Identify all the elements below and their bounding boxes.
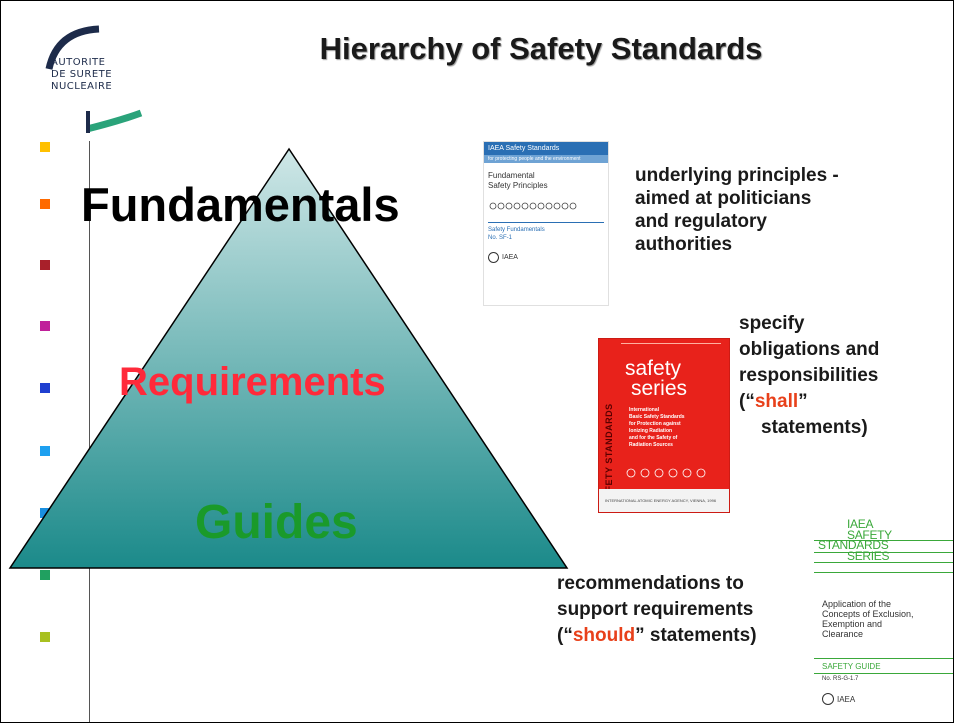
desc-requirements-line-1: specify bbox=[739, 313, 805, 334]
book1-title-2: Safety Principles bbox=[488, 181, 548, 190]
book2-footer: INTERNATIONAL ATOMIC ENERGY AGENCY, VIEN… bbox=[605, 498, 717, 503]
divider-line bbox=[89, 141, 90, 722]
book3-publisher: IAEA bbox=[837, 694, 856, 704]
keyword-shall: shall bbox=[754, 391, 799, 412]
desc-requirements-open: (“ bbox=[739, 391, 755, 412]
level-requirements: Requirements bbox=[119, 360, 386, 404]
book2-footer-band: INTERNATIONAL ATOMIC ENERGY AGENCY, VIEN… bbox=[599, 489, 729, 512]
book3-rule-2 bbox=[814, 552, 953, 553]
slide-title: Hierarchy of Safety Standards bbox=[319, 31, 763, 66]
bullet-6 bbox=[40, 446, 50, 456]
book1-header: IAEA Safety Standards bbox=[484, 142, 608, 155]
book-guides: IAEA SAFETY STANDARDS SERIES Application… bbox=[814, 513, 953, 721]
book2-title-2: series bbox=[631, 377, 688, 400]
book2-title-1: safety bbox=[625, 357, 682, 380]
desc-fundamentals-line-2: aimed at politicians bbox=[635, 188, 812, 209]
desc-requirements-line-3: responsibilities bbox=[739, 365, 879, 386]
iaea-emblem-icon bbox=[822, 693, 834, 705]
level-fundamentals: Fundamentals bbox=[81, 178, 400, 231]
book3-rule-1 bbox=[814, 540, 953, 541]
book2-top-rule bbox=[621, 343, 721, 344]
book3-type: SAFETY GUIDE bbox=[822, 662, 881, 671]
logo-line-2: DE SURETE bbox=[51, 69, 113, 80]
book2-body-2: Basic Safety Standards bbox=[629, 414, 685, 420]
desc-fundamentals: underlying principles - aimed at politic… bbox=[635, 164, 839, 256]
desc-guides-line-3: (“should” statements) bbox=[557, 623, 757, 649]
book2-body-5: and for the Safety of bbox=[629, 435, 678, 441]
bullet-9 bbox=[40, 632, 50, 642]
logo-text: AUTORITE DE SURETE NUCLEAIRE bbox=[51, 57, 112, 93]
book-requirements: SAFETY STANDARDS safety series Internati… bbox=[598, 338, 730, 513]
bullet-8 bbox=[40, 570, 50, 580]
desc-fundamentals-line-1: underlying principles - bbox=[635, 165, 839, 186]
book3-series: IAEA SAFETY STANDARDS SERIES bbox=[818, 517, 892, 563]
book2-body-3: for Protection against bbox=[629, 421, 681, 427]
book1-rule bbox=[488, 222, 604, 223]
book1-series-1: Safety Fundamentals bbox=[488, 227, 545, 233]
level-guides: Guides bbox=[195, 496, 358, 549]
book3-title-1: Application of the bbox=[822, 599, 892, 609]
book1-publisher: IAEA bbox=[502, 254, 518, 261]
book1-sponsor-icons bbox=[489, 202, 577, 210]
book1-series-2: No. SF-1 bbox=[488, 235, 513, 241]
desc-guides-close: ” statements) bbox=[635, 625, 757, 646]
desc-fundamentals-line-4: authorities bbox=[635, 234, 733, 255]
book3-rule-4 bbox=[814, 572, 953, 573]
book1-title-1: Fundamental bbox=[488, 171, 535, 180]
desc-requirements-line-4: (“shall” bbox=[739, 389, 879, 415]
book1-subheader: for protecting people and the environmen… bbox=[484, 155, 608, 163]
book2-title: safety series bbox=[625, 357, 688, 400]
book2-spine: SAFETY STANDARDS bbox=[604, 403, 614, 505]
bullet-4 bbox=[40, 321, 50, 331]
book2-sponsor-icons bbox=[626, 468, 706, 478]
bullet-1 bbox=[40, 142, 50, 152]
bullet-5 bbox=[40, 383, 50, 393]
book3-rule-5 bbox=[814, 658, 953, 659]
book3-title-4: Clearance bbox=[822, 629, 864, 639]
desc-guides-open: (“ bbox=[557, 625, 573, 646]
book3-publisher-row: IAEA bbox=[822, 693, 855, 705]
desc-guides-line-1: recommendations to bbox=[557, 573, 744, 594]
logo-line-3: NUCLEAIRE bbox=[51, 81, 113, 92]
book3-title: Application of the Concepts of Exclusion… bbox=[822, 599, 914, 639]
desc-requirements-line-5: statements) bbox=[761, 417, 868, 438]
book3-title-3: Exemption and bbox=[822, 619, 883, 629]
book3-rule-6 bbox=[814, 673, 953, 674]
book3-series-4: SERIES bbox=[847, 548, 890, 563]
book3-series-3: STANDARDS bbox=[818, 538, 889, 552]
iaea-emblem-icon bbox=[488, 252, 499, 263]
keyword-should: should bbox=[572, 625, 636, 646]
book3-series-1: IAEA bbox=[847, 517, 874, 531]
desc-guides: recommendations to support requirements … bbox=[557, 571, 757, 649]
desc-requirements-close: ” bbox=[798, 391, 808, 412]
pyramid-shape bbox=[8, 147, 569, 569]
book-fundamentals: IAEA Safety Standards for protecting peo… bbox=[483, 141, 609, 306]
book3-series-2: SAFETY bbox=[847, 527, 892, 542]
book2-body-4: Ionizing Radiation bbox=[629, 428, 673, 434]
desc-requirements-line-2: obligations and bbox=[739, 339, 880, 360]
logo-line-1: AUTORITE bbox=[51, 57, 106, 68]
book2-body: International Basic Safety Standards for… bbox=[629, 407, 685, 449]
logo-arc-bottom bbox=[86, 109, 143, 133]
bullet-3 bbox=[40, 260, 50, 270]
desc-requirements: specify obligations and responsibilities… bbox=[739, 311, 879, 441]
book2-body-6: Radiation Sources bbox=[629, 442, 673, 448]
logo-arc-top bbox=[45, 25, 100, 70]
logo-bar bbox=[86, 111, 90, 133]
bullet-7 bbox=[40, 508, 50, 518]
bullet-2 bbox=[40, 199, 50, 209]
asn-logo bbox=[45, 25, 143, 133]
book2-body-1: International bbox=[629, 407, 660, 413]
book3-title-2: Concepts of Exclusion, bbox=[822, 609, 914, 619]
book3-number: No. RS-G-1.7 bbox=[822, 676, 859, 682]
desc-fundamentals-line-3: and regulatory bbox=[635, 211, 767, 232]
book3-rule-3 bbox=[814, 562, 953, 563]
desc-guides-line-2: support requirements bbox=[557, 599, 754, 620]
